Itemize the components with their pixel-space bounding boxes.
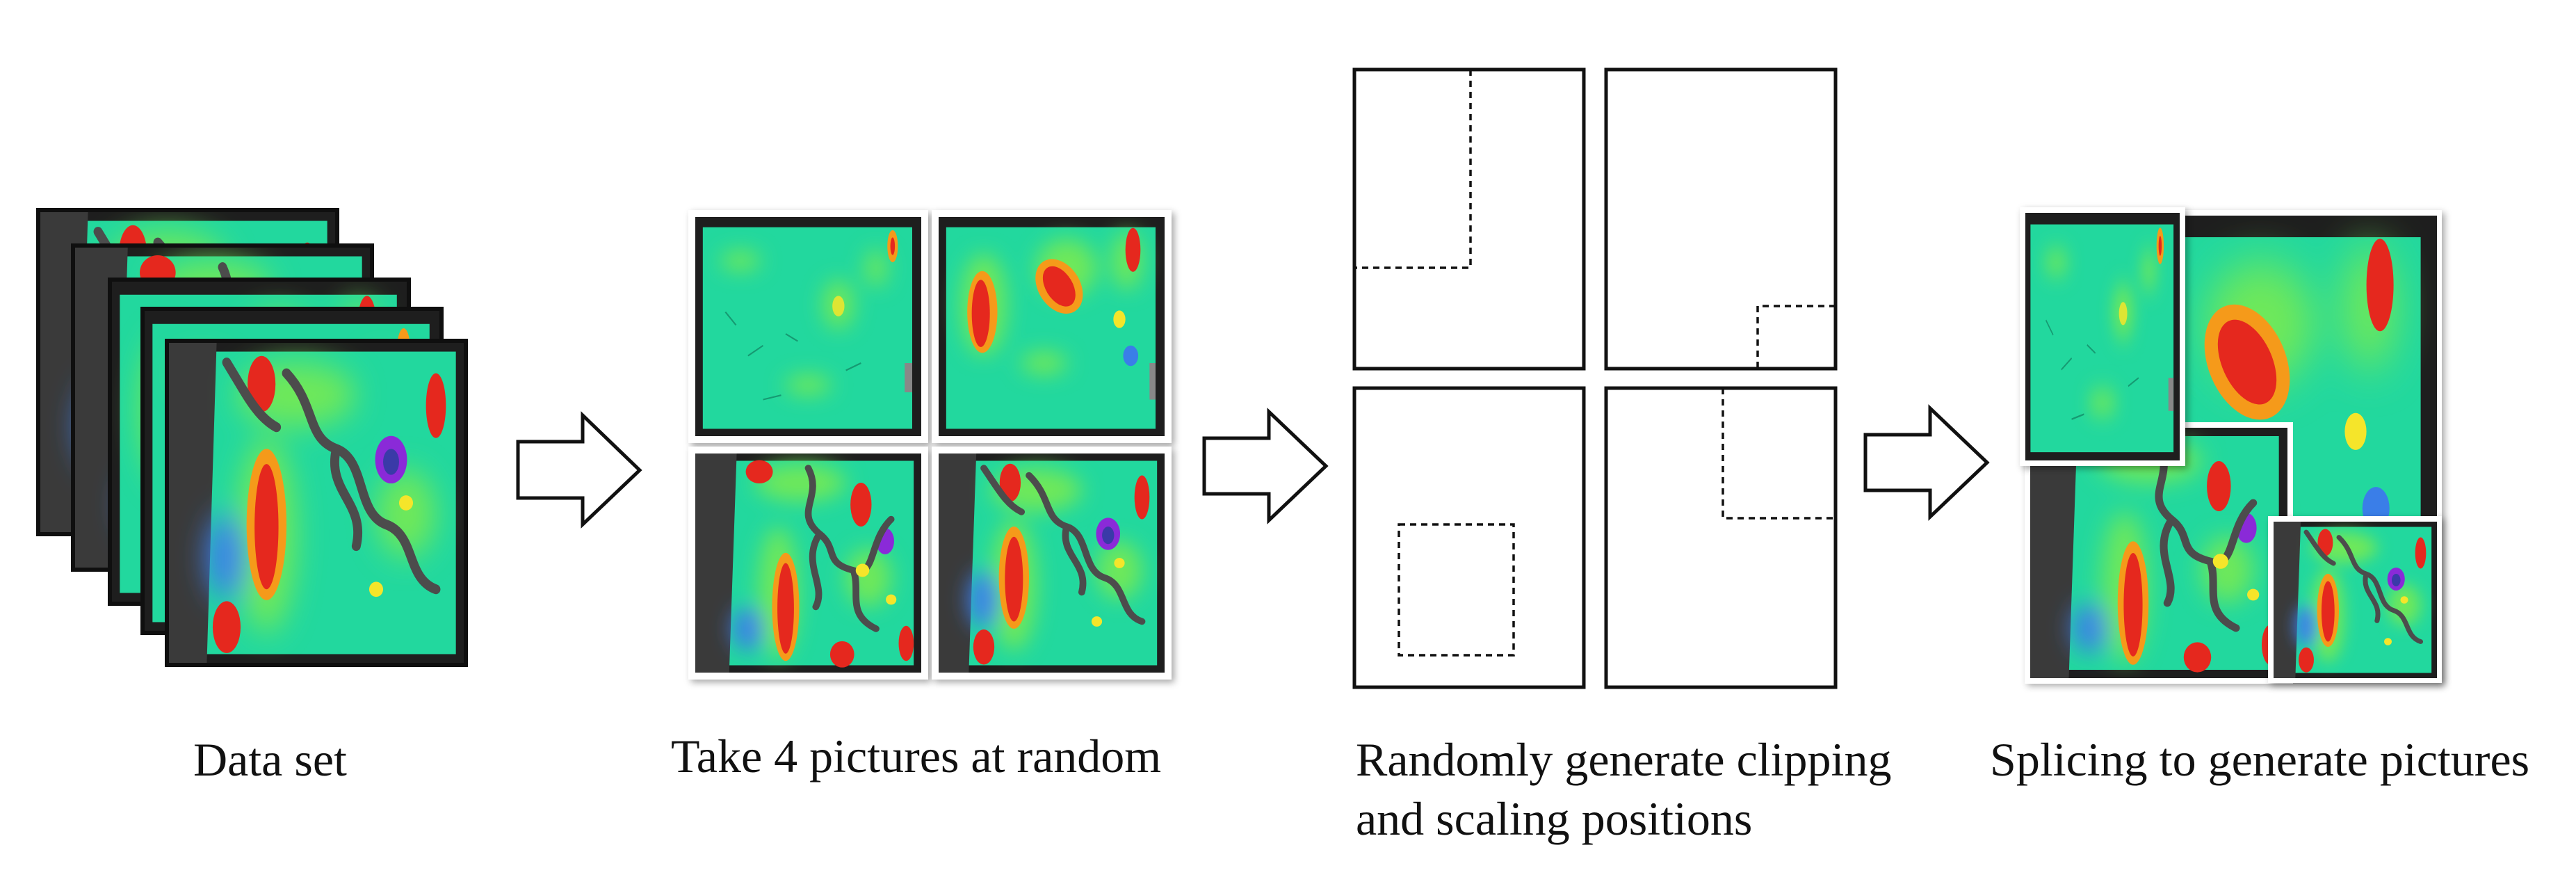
dataset-image-stack (36, 208, 468, 667)
right-hollow-arrow-icon (516, 411, 642, 529)
caption-random-clipping-line1: Randomly generate clipping (1356, 733, 1892, 786)
spliced-mosaic-picture (2020, 207, 2442, 684)
clipping-position-grid (1352, 67, 1838, 689)
caption-random-clipping-line2: and scaling positions (1356, 792, 1753, 845)
caption-splicing: Splicing to generate pictures (1990, 733, 2530, 786)
four-random-pictures-grid (688, 210, 1172, 680)
caption-data-set: Data set (193, 733, 347, 786)
caption-take-four-pictures: Take 4 pictures at random (671, 730, 1162, 782)
right-hollow-arrow-icon (1202, 408, 1329, 524)
caption-random-clipping: Randomly generate clipping and scaling p… (1356, 730, 1891, 849)
right-hollow-arrow-icon (1863, 404, 1990, 521)
